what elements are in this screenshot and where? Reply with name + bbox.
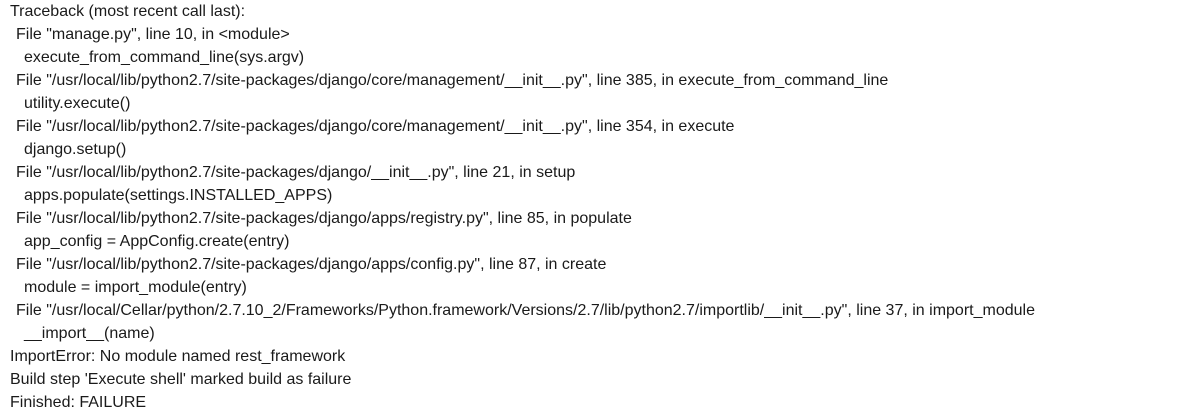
build-result: Finished: FAILURE bbox=[10, 394, 147, 411]
console-output: Traceback (most recent call last): File … bbox=[10, 0, 1200, 414]
traceback-frame-file: File "manage.py", line 10, in <module> bbox=[16, 26, 290, 43]
traceback-frame-file: File "/usr/local/lib/python2.7/site-pack… bbox=[16, 72, 889, 89]
traceback-frame-code: module = import_module(entry) bbox=[24, 279, 247, 296]
traceback-frame-code: utility.execute() bbox=[24, 95, 131, 112]
traceback-frame-file: File "/usr/local/lib/python2.7/site-pack… bbox=[16, 164, 576, 181]
build-status-message: Build step 'Execute shell' marked build … bbox=[10, 371, 352, 388]
traceback-frame-code: execute_from_command_line(sys.argv) bbox=[24, 49, 305, 66]
traceback-frame-file: File "/usr/local/lib/python2.7/site-pack… bbox=[16, 118, 735, 135]
traceback-frame-code: django.setup() bbox=[24, 141, 127, 158]
traceback-frame-file: File "/usr/local/lib/python2.7/site-pack… bbox=[16, 256, 607, 273]
traceback-frame-file: File "/usr/local/lib/python2.7/site-pack… bbox=[16, 210, 632, 227]
traceback-frame-code: __import__(name) bbox=[24, 325, 155, 342]
traceback-frame-code: apps.populate(settings.INSTALLED_APPS) bbox=[24, 187, 333, 204]
error-message: ImportError: No module named rest_framew… bbox=[10, 348, 346, 365]
traceback-frame-code: app_config = AppConfig.create(entry) bbox=[24, 233, 290, 250]
traceback-frame-file: File "/usr/local/Cellar/python/2.7.10_2/… bbox=[16, 302, 1035, 319]
traceback-header: Traceback (most recent call last): bbox=[10, 3, 246, 20]
